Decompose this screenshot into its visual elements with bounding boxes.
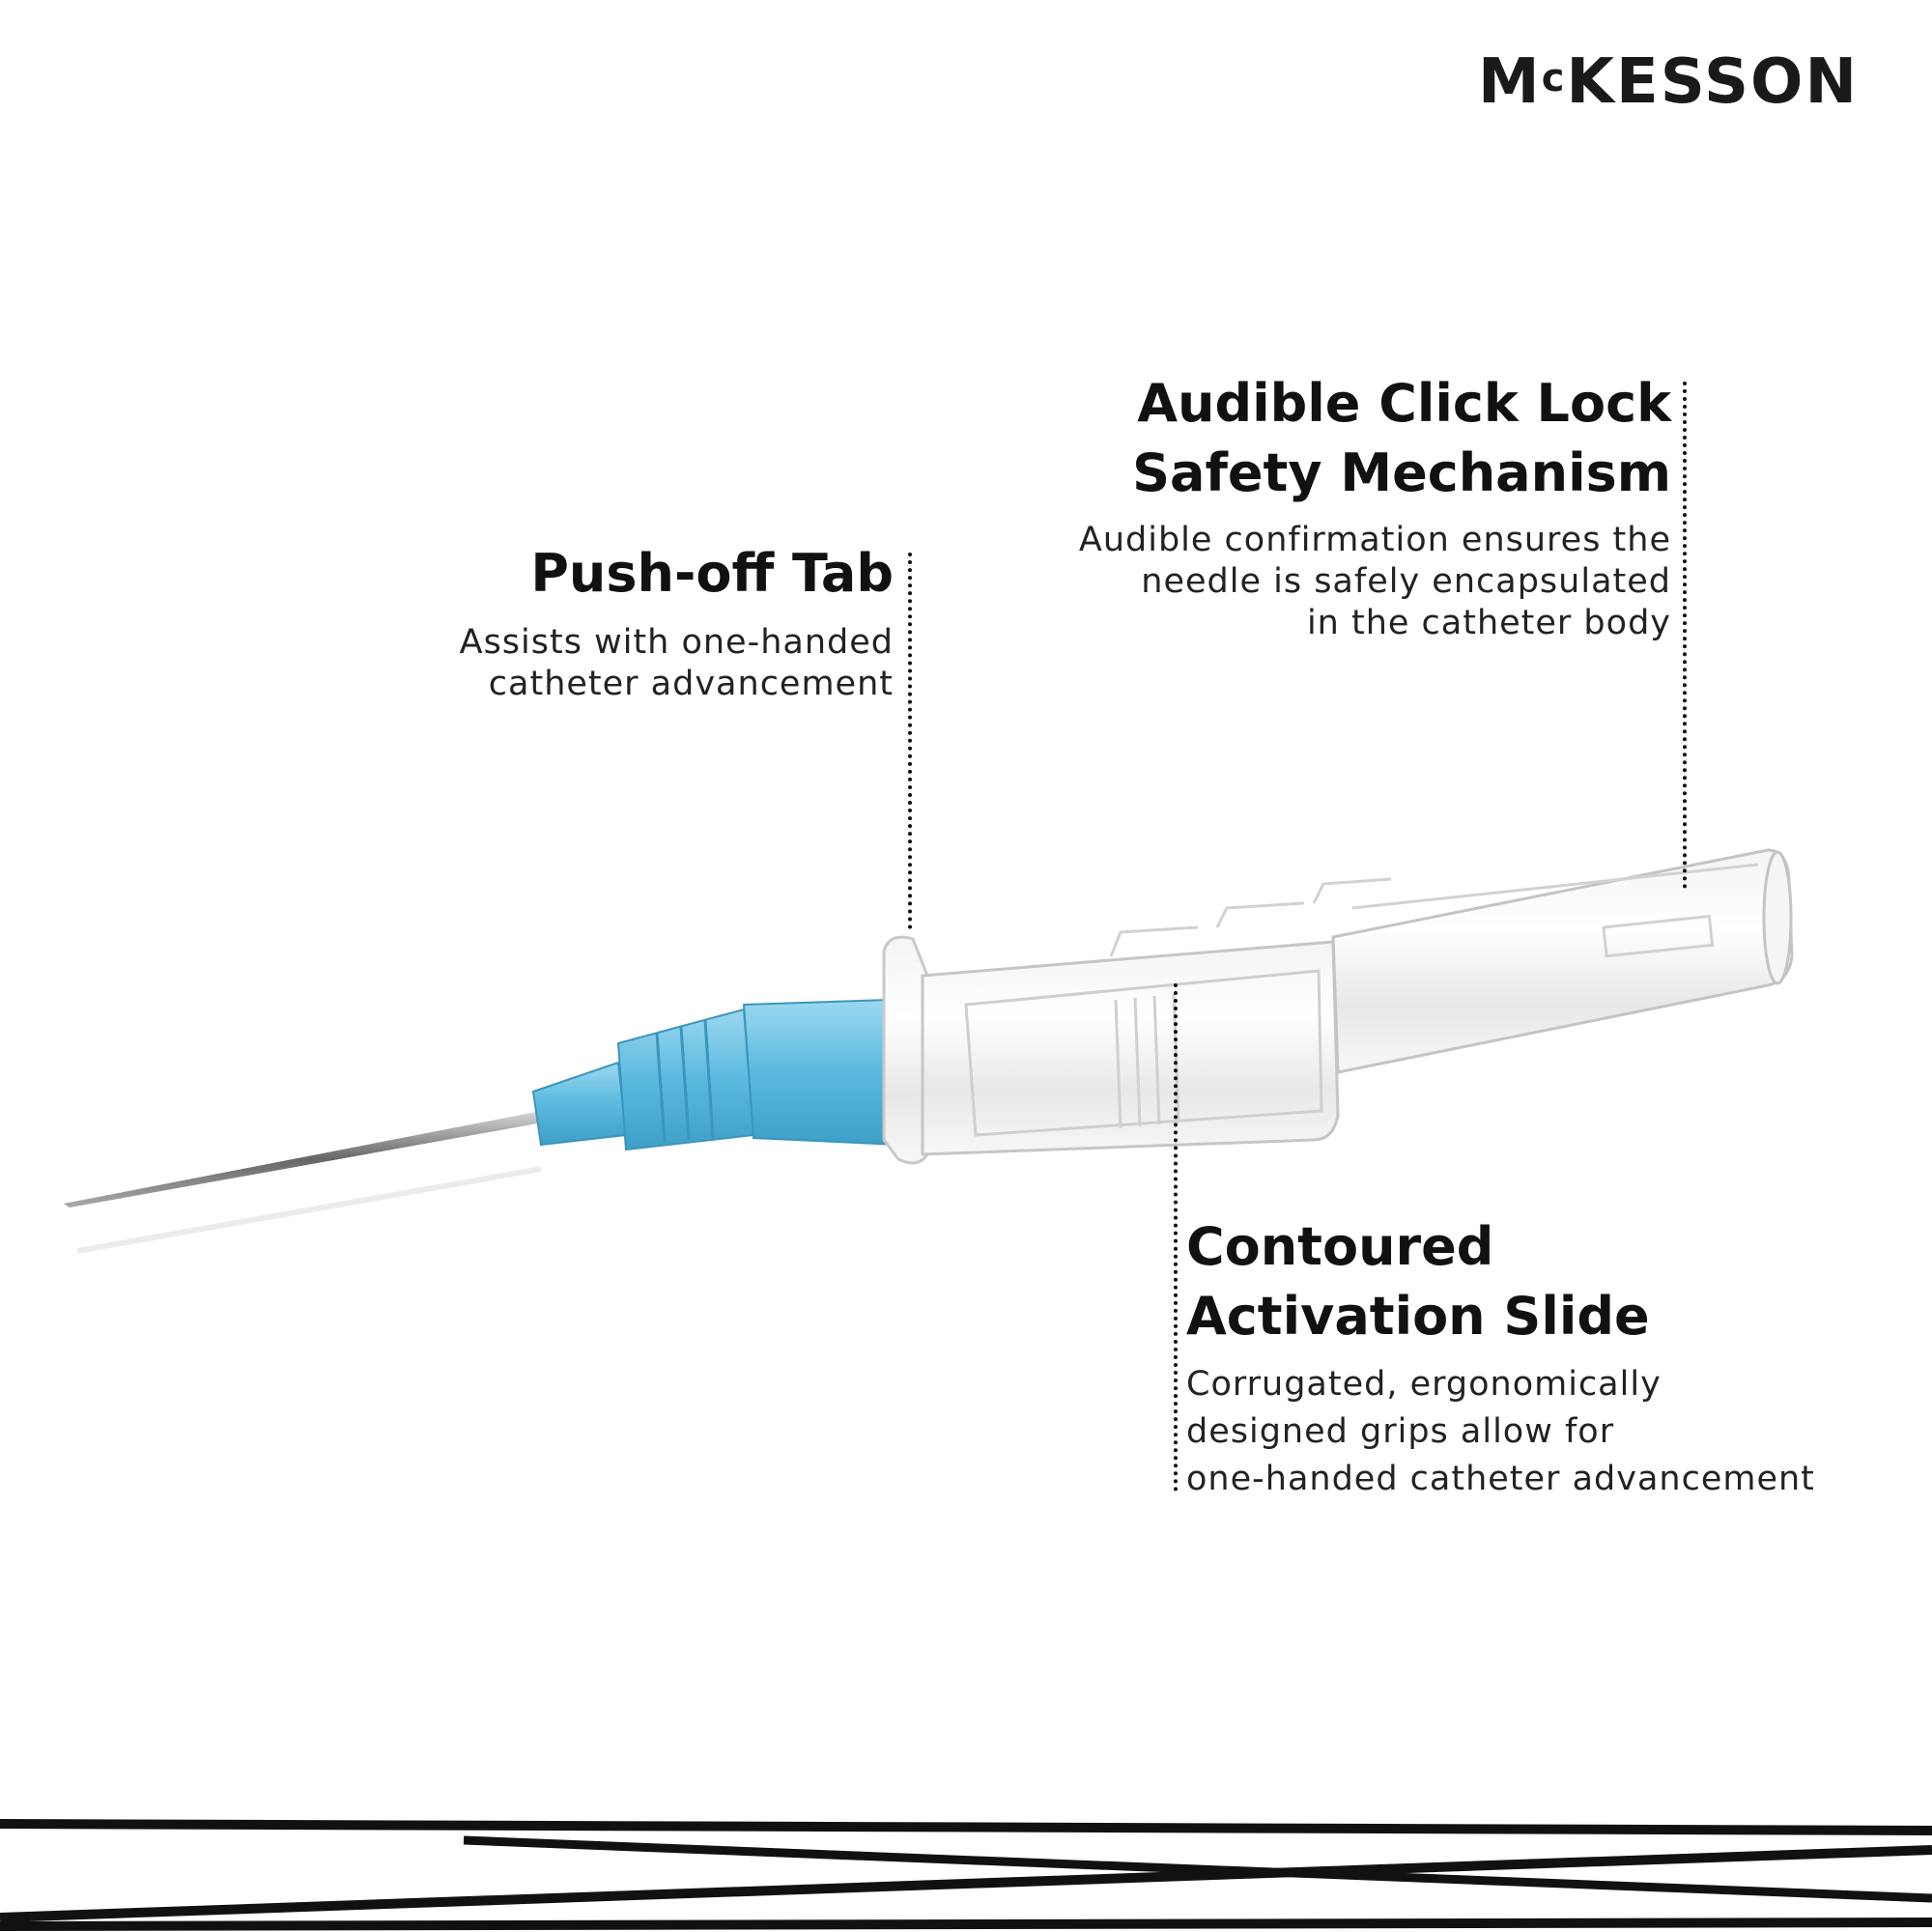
push-off-tab-part (882, 935, 929, 1165)
click-lock-title-line-2: Safety Mechanism (1132, 442, 1671, 503)
click-lock-leader-line (1683, 382, 1687, 889)
activation-slide-description: Corrugated, ergonomically designed grips… (1186, 1365, 1815, 1498)
clear-barrel (1331, 848, 1794, 1074)
decorative-line (463, 1835, 1932, 1903)
needle-shadow (76, 1166, 542, 1254)
blue-hub-tip (531, 1061, 628, 1147)
activation-slide-part (964, 969, 1323, 1137)
click-lock-title-line-1: Audible Click Lock (1137, 373, 1671, 434)
clear-body (921, 940, 1340, 1156)
blue-hub-collar (742, 998, 900, 1147)
click-lock-callout: Audible Click Lock Safety Mechanism Audi… (995, 369, 1671, 644)
activation-slide-title-line-2: Activation Slide (1186, 1286, 1650, 1347)
activation-slide-callout: Contoured Activation Slide Corrugated, e… (1186, 1212, 1901, 1503)
click-lock-description: Audible confirmation ensures the needle … (1078, 521, 1671, 642)
activation-slide-leader-line (1174, 983, 1178, 1492)
activation-slide-title-line-1: Contoured (1186, 1216, 1494, 1277)
push-off-tab-title: Push-off Tab (530, 543, 894, 604)
decorative-line (0, 1845, 1932, 1922)
needle (64, 1111, 543, 1208)
decorative-line (0, 1819, 1932, 1835)
push-off-tab-leader-line (908, 553, 912, 929)
mckesson-logo: McKESSON (1478, 46, 1859, 118)
push-off-tab-description: Assists with one-handed catheter advance… (459, 623, 894, 703)
push-off-tab-callout: Push-off Tab Assists with one-handed cat… (367, 539, 894, 705)
decorative-line (0, 1918, 1932, 1931)
